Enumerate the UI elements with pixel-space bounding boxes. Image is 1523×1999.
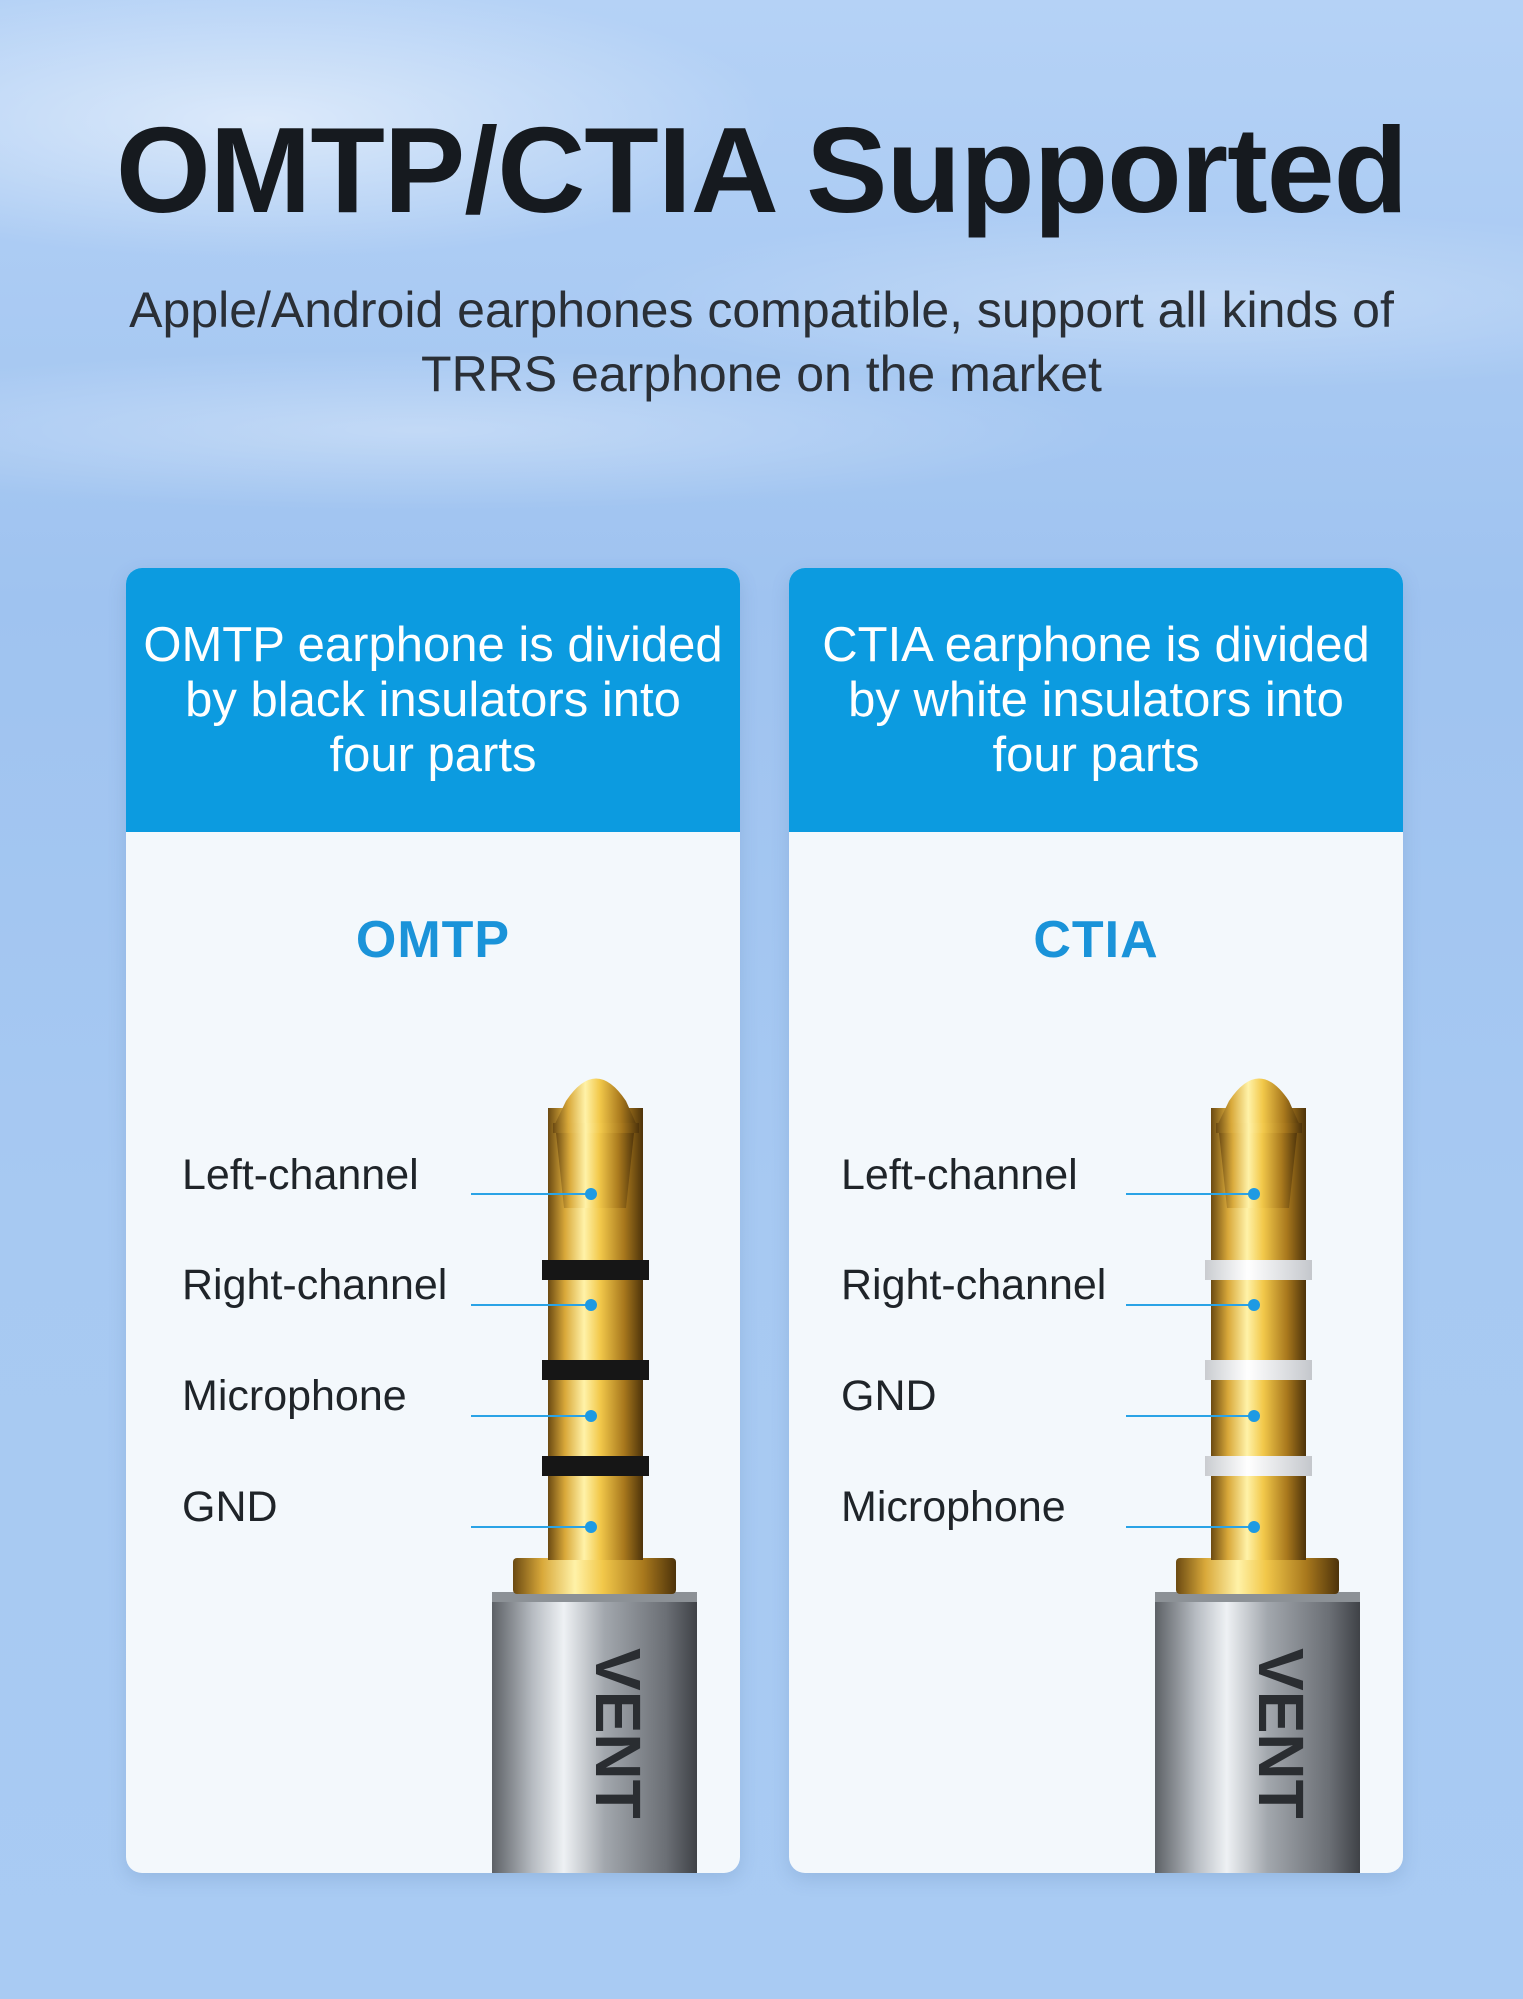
omtp-panel: OMTP earphone is divided by black insula…: [126, 568, 740, 1873]
omtp-standard-label: OMTP: [355, 911, 511, 969]
ctia-contact-dot: [1248, 1299, 1260, 1311]
ctia-pin-right-channel: Right-channel: [841, 1261, 1107, 1309]
omtp-contact-dot: [585, 1188, 597, 1200]
omtp-leader-line: [471, 1526, 591, 1528]
omtp-pin-right-channel: Right-channel: [182, 1261, 448, 1309]
omtp-description: OMTP earphone is divided by black insula…: [143, 617, 723, 782]
ctia-description: CTIA earphone is divided by white insula…: [822, 617, 1370, 782]
ctia-pin-left-channel: Left-channel: [841, 1151, 1078, 1199]
page-title: OMTP/CTIA Supported: [115, 102, 1408, 238]
ctia-leader-line: [1126, 1304, 1254, 1306]
omtp-panel-header: OMTP earphone is divided by black insula…: [126, 568, 740, 832]
ctia-brand-mark: VENT: [1245, 1648, 1317, 1819]
ctia-leader-line: [1126, 1193, 1254, 1195]
ctia-panel-header: CTIA earphone is divided by white insula…: [789, 568, 1403, 832]
page-subtitle: Apple/Android earphones compatible, supp…: [129, 282, 1394, 402]
omtp-contact-dot: [585, 1410, 597, 1422]
omtp-leader-line: [471, 1304, 591, 1306]
omtp-brand-mark: VENT: [582, 1648, 654, 1819]
ctia-leader-line: [1126, 1415, 1254, 1417]
omtp-leader-line: [471, 1193, 591, 1195]
ctia-pin-gnd: GND: [841, 1372, 937, 1420]
omtp-plug-illustration: VENT: [492, 1078, 697, 1873]
omtp-pin-microphone: Microphone: [182, 1372, 407, 1420]
omtp-contact-dot: [585, 1299, 597, 1311]
omtp-pin-gnd: GND: [182, 1483, 278, 1531]
omtp-contact-dot: [585, 1521, 597, 1533]
ctia-panel: CTIA earphone is divided by white insula…: [789, 568, 1403, 1873]
ctia-leader-line: [1126, 1526, 1254, 1528]
ctia-contact-dot: [1248, 1188, 1260, 1200]
omtp-pin-left-channel: Left-channel: [182, 1151, 419, 1199]
ctia-standard-label: CTIA: [1033, 911, 1159, 969]
ctia-pin-microphone: Microphone: [841, 1483, 1066, 1531]
ctia-contact-dot: [1248, 1410, 1260, 1422]
ctia-plug-illustration: VENT: [1155, 1078, 1360, 1873]
ctia-contact-dot: [1248, 1521, 1260, 1533]
omtp-leader-line: [471, 1415, 591, 1417]
